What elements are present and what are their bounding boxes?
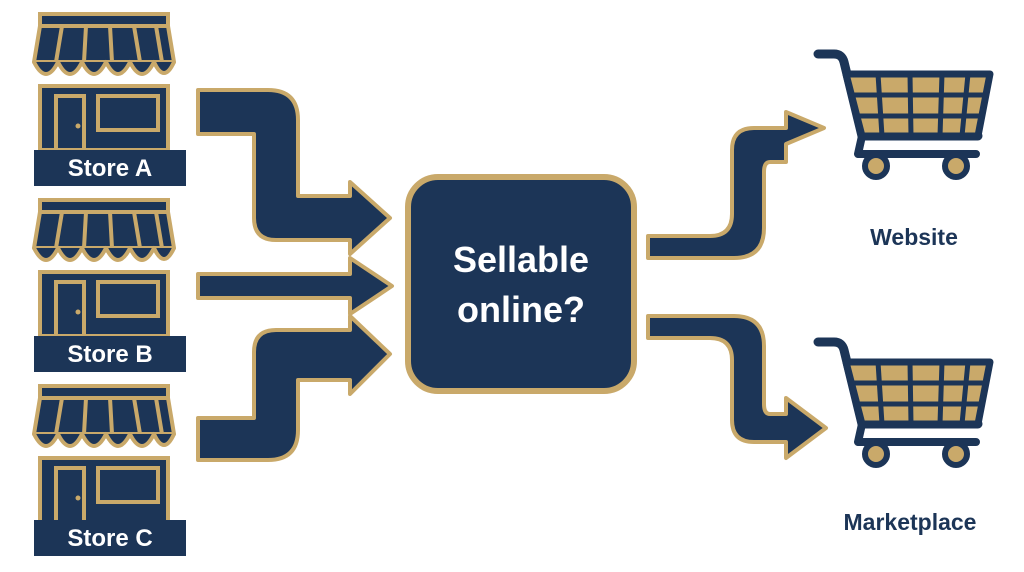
storefront-icon — [32, 12, 176, 152]
storefront-icon — [32, 198, 176, 338]
store-label: Store C — [67, 525, 152, 552]
arrow-store-a — [196, 88, 392, 256]
decision-text-line-1: Sellable — [453, 239, 589, 280]
store-b: Store B — [32, 198, 186, 372]
incoming-arrows — [196, 88, 394, 462]
destination-marketplace: Marketplace — [818, 342, 990, 535]
arrow-store-c — [196, 314, 392, 462]
shopping-cart-icon — [818, 342, 990, 465]
store-label: Store B — [67, 341, 152, 368]
shopping-cart-icon — [818, 54, 990, 177]
destination-label: Website — [870, 224, 958, 250]
destination-label: Marketplace — [844, 509, 977, 535]
store-label-bar — [34, 150, 186, 186]
store-label-bar — [34, 520, 186, 556]
arrow-store-b — [196, 256, 394, 316]
decision-box: Sellable online? — [405, 174, 637, 394]
store-label: Store A — [68, 155, 152, 182]
decision-text-line-2: online? — [457, 289, 585, 330]
store-a: Store A — [32, 12, 186, 186]
arrow-to-marketplace — [646, 314, 828, 460]
outgoing-arrows — [646, 110, 828, 460]
store-c: Store C — [32, 384, 186, 556]
arrow-to-website — [646, 110, 826, 260]
decision-box-shape — [405, 174, 637, 394]
storefront-icon — [32, 384, 176, 524]
destination-website: Website — [818, 54, 990, 250]
store-label-bar — [34, 336, 186, 372]
